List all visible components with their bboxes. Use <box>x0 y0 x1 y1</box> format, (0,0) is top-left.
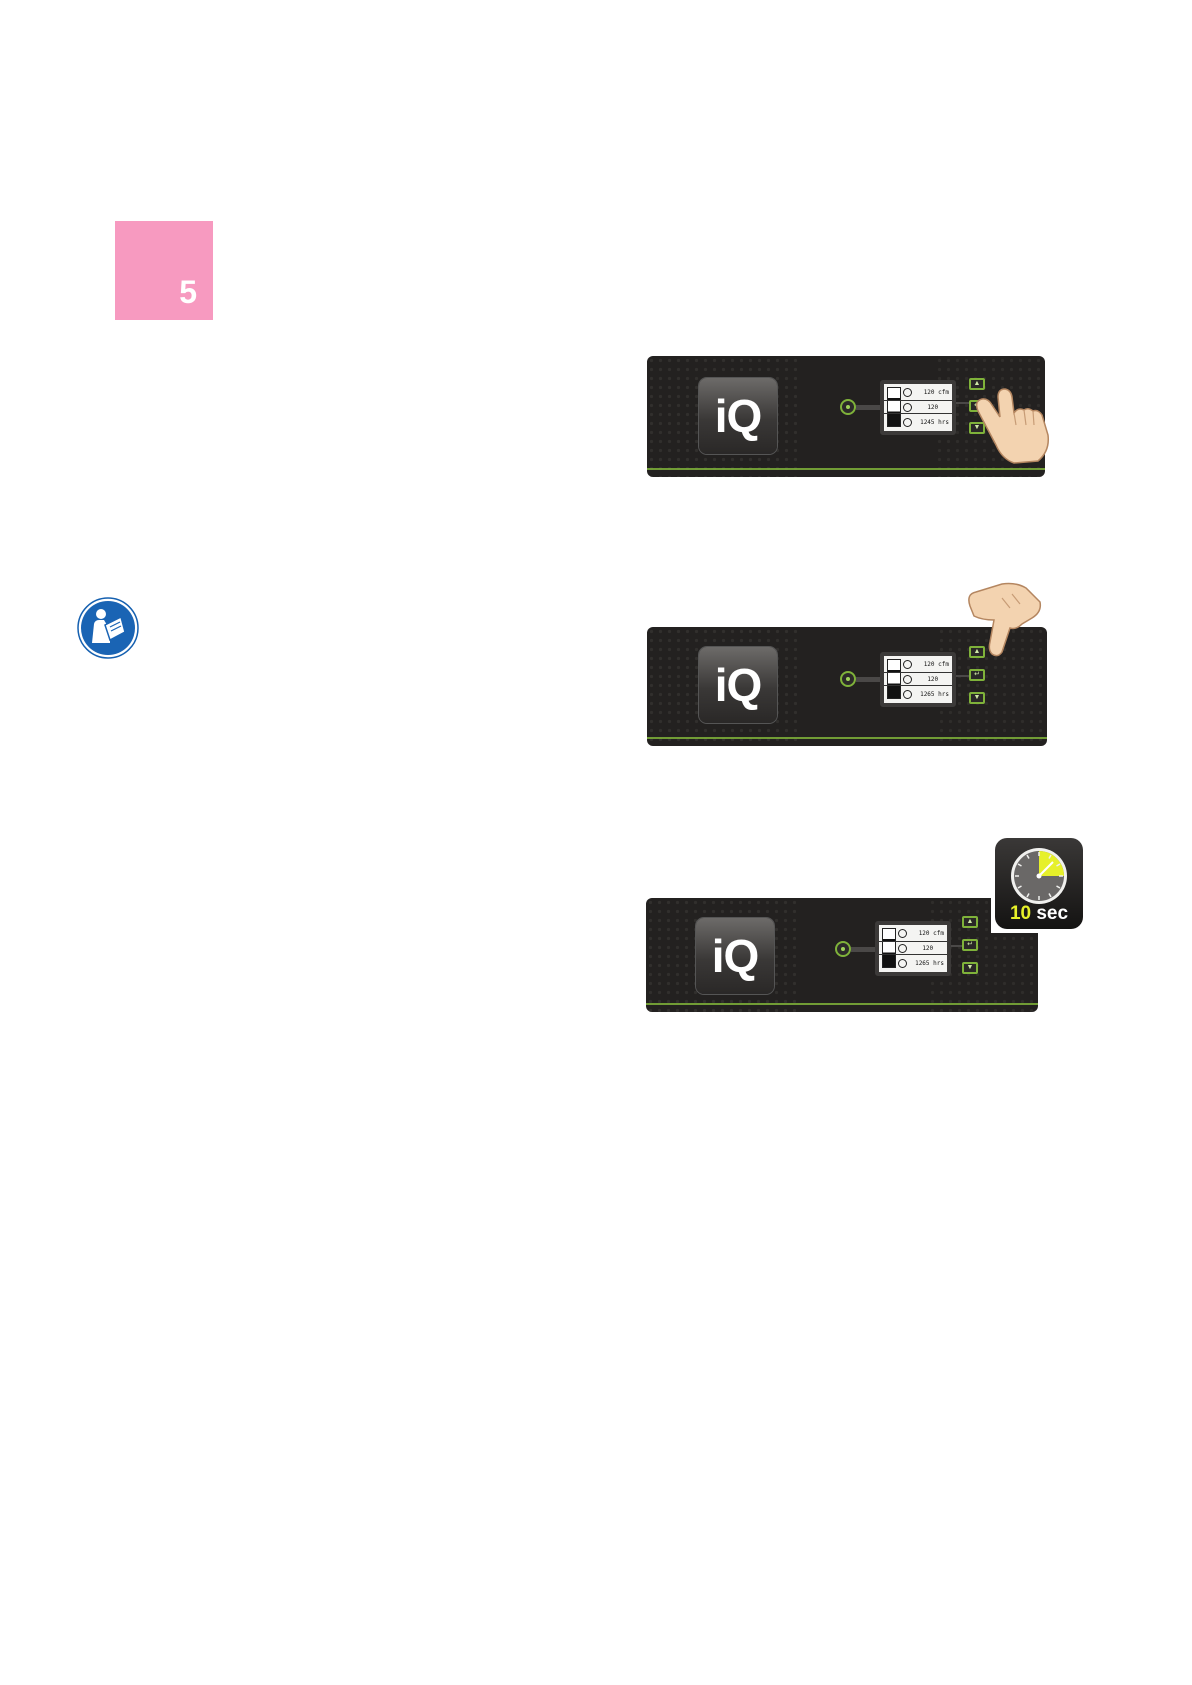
lcd-flow-unit: cfm <box>938 389 949 396</box>
lcd-row-flow: 120 cfm <box>879 926 947 940</box>
timer-unit: sec <box>1036 903 1068 924</box>
lcd-flow-value: 120 <box>924 389 935 396</box>
stopwatch-icon <box>1009 846 1069 906</box>
lcd-row-setpoint: 120 <box>884 400 952 414</box>
pointing-hand-icon <box>972 383 1052 465</box>
panel-glow-line <box>647 468 1045 470</box>
step-tab: 5 <box>115 221 213 320</box>
lcd-flow-value: 120 <box>919 930 930 937</box>
lcd-setpoint-value: 120 <box>927 404 938 411</box>
iq-logo: iQ <box>699 647 777 723</box>
pointing-hand-icon <box>962 580 1044 658</box>
fan-icon <box>898 929 907 938</box>
lcd-hours-unit: hrs <box>938 419 949 426</box>
lcd-hours-value: 1265 <box>920 691 934 698</box>
lcd-hours-unit: hrs <box>933 960 944 967</box>
lcd-hours-value: 1245 <box>920 419 934 426</box>
lcd-hours-value: 1265 <box>915 960 929 967</box>
enter-button[interactable]: ↵ <box>969 669 985 681</box>
lcd-flow-unit: cfm <box>938 661 949 668</box>
clock-icon <box>903 418 912 427</box>
iq-logo: iQ <box>699 378 777 454</box>
fan-icon <box>903 388 912 397</box>
lcd-display: 120 cfm 120 1265 hrs <box>880 652 956 707</box>
timer-badge: 10 sec <box>991 834 1087 933</box>
lcd-flow-unit: cfm <box>933 930 944 937</box>
arrow-icon <box>903 675 912 684</box>
lcd-row-hours: 1265 hrs <box>879 956 947 970</box>
clock-icon <box>903 690 912 699</box>
control-panel-3: iQ 120 cfm 120 1265 hrs ▲ ↵ ▼ <box>646 898 1038 1012</box>
down-button[interactable]: ▼ <box>962 962 978 974</box>
power-button[interactable] <box>840 399 856 415</box>
panel-glow-line <box>647 737 1047 739</box>
lcd-row-setpoint: 120 <box>879 941 947 955</box>
lcd-hours-unit: hrs <box>938 691 949 698</box>
lcd-row-setpoint: 120 <box>884 672 952 686</box>
read-manual-icon <box>77 597 139 659</box>
timer-face: 10 sec <box>995 838 1083 929</box>
panel-glow-line <box>646 1003 1038 1005</box>
step-number: 5 <box>179 274 197 311</box>
fan-icon <box>903 660 912 669</box>
lcd-display: 120 cfm 120 1265 hrs <box>875 921 951 976</box>
timer-label: 10 sec <box>995 903 1083 925</box>
enter-button[interactable]: ↵ <box>962 939 978 951</box>
lcd-setpoint-value: 120 <box>922 945 933 952</box>
lcd-setpoint-value: 120 <box>927 676 938 683</box>
arrow-icon <box>903 403 912 412</box>
lcd-flow-value: 120 <box>924 661 935 668</box>
lcd-row-hours: 1245 hrs <box>884 415 952 429</box>
connector <box>856 405 880 410</box>
down-button[interactable]: ▼ <box>969 692 985 704</box>
power-button[interactable] <box>835 941 851 957</box>
timer-value: 10 <box>1010 903 1031 924</box>
lcd-row-flow: 120 cfm <box>884 657 952 671</box>
arrow-icon <box>898 944 907 953</box>
up-button[interactable]: ▲ <box>962 916 978 928</box>
lcd-display: 120 cfm 120 1245 hrs <box>880 380 956 435</box>
iq-logo: iQ <box>696 918 774 994</box>
power-button[interactable] <box>840 671 856 687</box>
lcd-row-hours: 1265 hrs <box>884 687 952 701</box>
lcd-row-flow: 120 cfm <box>884 385 952 399</box>
connector <box>851 947 875 952</box>
clock-icon <box>898 959 907 968</box>
connector <box>856 677 880 682</box>
